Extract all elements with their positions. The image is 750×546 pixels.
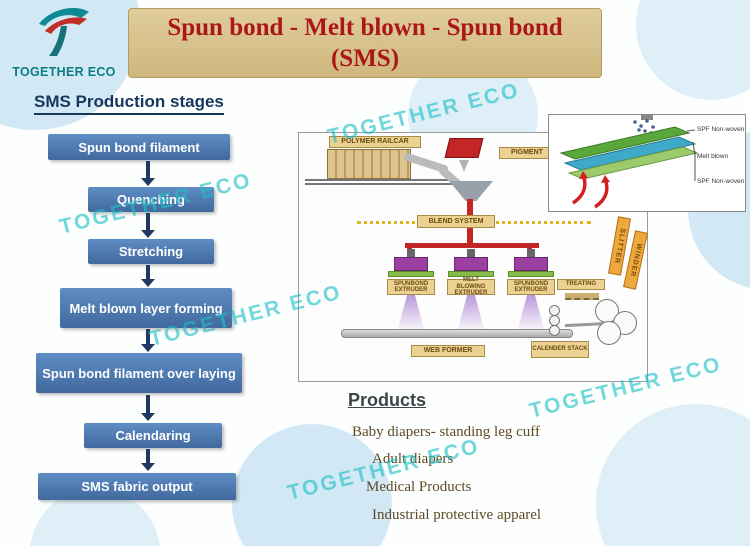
rail-track bbox=[305, 179, 453, 185]
pigment-label: PIGMENT bbox=[499, 147, 555, 159]
flow-box-quenching: Quenching bbox=[88, 187, 214, 212]
calender-stack-label: CALENDER STACK bbox=[531, 341, 589, 358]
inset-layer-label-middle: Melt blown bbox=[697, 153, 729, 160]
logo-text: TOGETHER ECO bbox=[12, 65, 116, 79]
railcar-graphic bbox=[327, 149, 411, 179]
melt-blowing-extruder-label: MELT BLOWING EXTRUDER bbox=[447, 277, 495, 296]
flow-box-spun-bond-filament: Spun bond filament bbox=[48, 134, 230, 160]
funnel-graphic bbox=[449, 181, 493, 201]
filament-spray-graphic bbox=[458, 295, 484, 329]
title-line-2: (SMS) bbox=[330, 45, 400, 72]
sms-layer-inset: SPF Non-woven Melt blown SPF Non-woven bbox=[548, 114, 746, 212]
extruder-body-graphic bbox=[394, 257, 428, 271]
flow-arrow-down bbox=[141, 449, 155, 471]
product-item-baby-diapers: Baby diapers- standing leg cuff bbox=[352, 424, 541, 440]
treating-tool-graphic bbox=[565, 293, 599, 300]
title-banner: Spun bond - Melt blown - Spun bond (SMS) bbox=[128, 8, 602, 78]
extruder-body-graphic bbox=[514, 257, 548, 271]
flow-box-sms-fabric-output: SMS fabric output bbox=[38, 473, 236, 500]
calender-roller bbox=[549, 325, 560, 336]
flow-arrow-down bbox=[141, 395, 155, 421]
hopper-graphic bbox=[527, 249, 535, 257]
background-bubble bbox=[232, 424, 392, 546]
pigment-drop-arrow bbox=[459, 160, 469, 172]
hopper-graphic bbox=[407, 249, 415, 257]
treating-label: TREATING bbox=[557, 279, 605, 290]
flow-box-calendaring: Calendaring bbox=[84, 423, 222, 448]
winder-roll bbox=[597, 321, 621, 345]
flow-box-melt-blown-layer-forming: Melt blown layer forming bbox=[60, 288, 232, 328]
hopper-graphic bbox=[467, 249, 475, 257]
background-bubble bbox=[636, 0, 750, 100]
background-bubble bbox=[596, 404, 750, 546]
web-former-label: WEB FORMER bbox=[411, 345, 485, 357]
spunbond-extruder-left-label: SPUNBOND EXTRUDER bbox=[387, 279, 435, 295]
sms-layer-graphic bbox=[559, 115, 699, 209]
filament-spray-graphic bbox=[518, 295, 544, 329]
filament-spray-graphic bbox=[398, 295, 424, 329]
inset-layer-label-top: SPF Non-woven bbox=[697, 126, 745, 133]
flow-arrow-down bbox=[141, 265, 155, 287]
flow-arrow-down bbox=[141, 161, 155, 186]
products-heading: Products bbox=[348, 390, 427, 410]
polymer-railcar-label: POLYMER RAILCAR bbox=[329, 136, 421, 148]
flow-box-spun-bond-over-laying: Spun bond filament over laying bbox=[36, 353, 242, 393]
product-item-protective-apparel: Industrial protective apparel bbox=[372, 507, 542, 523]
company-logo: TOGETHER ECO bbox=[6, 4, 122, 79]
spunbond-extruder-right-label: SPUNBOND EXTRUDER bbox=[507, 279, 555, 295]
together-eco-logo-icon bbox=[31, 8, 97, 62]
flow-box-stretching: Stretching bbox=[88, 239, 214, 264]
extruder-body-graphic bbox=[454, 257, 488, 271]
extruder-platform-graphic bbox=[508, 271, 554, 277]
title-line-1: Spun bond - Melt blown - Spun bond bbox=[167, 14, 563, 41]
product-item-medical-products: Medical Products bbox=[366, 479, 472, 495]
pigment-container-graphic bbox=[444, 138, 484, 158]
conveyor-graphic bbox=[341, 329, 573, 338]
process-diagram: POLYMER RAILCAR PIGMENT BLEND SYSTEM SPU… bbox=[298, 132, 648, 382]
flow-arrow-down bbox=[141, 213, 155, 238]
flow-arrow-down bbox=[141, 329, 155, 352]
blend-system-label: BLEND SYSTEM bbox=[417, 215, 495, 228]
manifold-graphic bbox=[405, 243, 539, 248]
stages-heading: SMS Production stages bbox=[34, 92, 224, 115]
product-item-adult-diapers: Adult diapers bbox=[372, 451, 454, 467]
extruder-platform-graphic bbox=[448, 271, 494, 277]
extruder-platform-graphic bbox=[388, 271, 434, 277]
inset-layer-label-bottom: SPF Non-woven bbox=[697, 178, 745, 185]
